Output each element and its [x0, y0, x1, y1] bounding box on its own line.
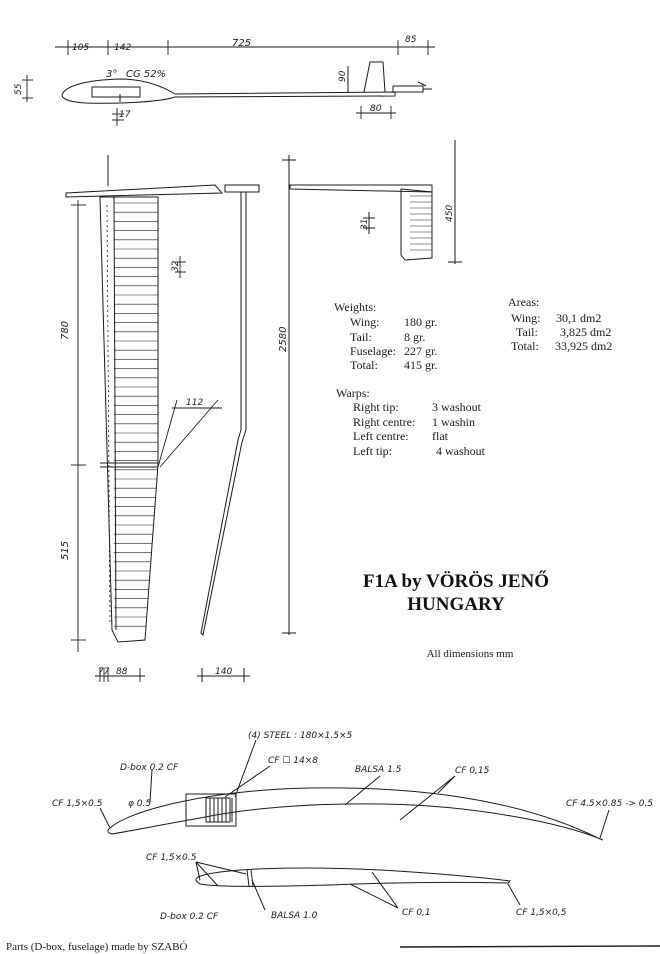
weights-wing-value: 180 gr. [404, 315, 437, 329]
page-subtitle: HUNGARY [407, 594, 505, 615]
fuselage-plan-view: 2580 140 [197, 155, 296, 682]
tail-plan-view: 450 31 [289, 140, 462, 264]
dim-450: 450 [445, 205, 455, 222]
dim-88: 88 [116, 667, 128, 677]
units-note: All dimensions mm [427, 648, 514, 660]
weights-total-value: 415 gr. [404, 358, 437, 372]
weights-total-label: Total: [350, 358, 378, 372]
page-title: F1A by VÖRÖS JENŐ [363, 570, 549, 592]
dim-112: 112 [186, 398, 203, 408]
fuselage-side [61, 61, 432, 104]
areas-total-value: 33,925 dm2 [555, 339, 612, 353]
weights-tail-label: Tail: [350, 330, 372, 344]
warps-left-tip-value: 4 washout [436, 444, 486, 458]
wing-plan-view: 780 515 32 112 77 88 [60, 155, 224, 682]
cg-label: CG 52% [126, 69, 166, 80]
tail-te-label: CF 1,5×0,5 [516, 908, 567, 918]
tail-cf-label: CF 0,1 [402, 908, 431, 918]
tail-balsa-label: BALSA 1.0 [271, 911, 318, 921]
warps-left-tip-label: Left tip: [353, 444, 392, 458]
areas-tail-value: 3,825 dm2 [560, 325, 611, 339]
wing-ribs [114, 202, 158, 627]
areas-wing-value: 30,1 dm2 [556, 311, 601, 325]
dim-85: 85 [405, 35, 417, 45]
areas-total-label: Total: [511, 339, 539, 353]
footer-rule [399, 945, 660, 948]
dim-80: 80 [370, 104, 382, 114]
wing-cf-box-label: CF ☐ 14×8 [268, 756, 318, 766]
areas-heading: Areas: [508, 295, 539, 309]
warps-left-centre-value: flat [432, 429, 449, 443]
dim-780: 780 [60, 321, 71, 340]
warps-right-centre-label: Right centre: [353, 415, 415, 429]
dim-55: 55 [14, 83, 24, 95]
wing-dbox-label: D-box 0.2 CF [120, 763, 179, 773]
footer-credit: Parts (D-box, fuselage) made by SZABÓ [6, 941, 188, 953]
wing-steel-label: (4) STEEL : 180×1.5×5 [248, 731, 353, 741]
dim-17-line [112, 108, 124, 126]
weights-heading: Weights: [334, 300, 376, 314]
dim-140: 140 [215, 667, 232, 677]
dim-80-line [356, 106, 396, 119]
areas-table: Areas: Wing: 30,1 dm2 Tail: 3,825 dm2 To… [508, 295, 612, 353]
tail-airfoil-section: CF 1,5×0.5 D-box 0.2 CF BALSA 1.0 CF 0,1… [146, 853, 567, 922]
warps-right-tip-value: 3 washout [432, 400, 482, 414]
weights-table: Weights: Wing: 180 gr. Tail: 8 gr. Fusel… [334, 300, 437, 372]
dim-77: 77 [98, 667, 110, 677]
dim-31: 31 [360, 219, 370, 230]
side-dimension-line [55, 40, 435, 55]
areas-tail-label: Tail: [516, 325, 538, 339]
tail-airfoil [195, 861, 521, 911]
wing-spar [106, 204, 111, 626]
dim-32: 32 [171, 260, 181, 272]
dim-90: 90 [338, 70, 348, 82]
wing-dia-label: φ 0.5 [128, 799, 151, 809]
weights-fuselage-label: Fuselage: [350, 344, 396, 358]
tail-le-label: CF 1,5×0.5 [146, 853, 197, 863]
dim-105: 105 [72, 43, 89, 53]
dim-55-line [22, 75, 33, 102]
warps-left-centre-label: Left centre: [353, 429, 409, 443]
warps-right-tip-label: Right tip: [353, 400, 399, 414]
tail-ribs [410, 195, 432, 251]
weights-wing-label: Wing: [350, 315, 380, 329]
warps-right-centre-value: 1 washin [432, 415, 475, 429]
areas-wing-label: Wing: [511, 311, 541, 325]
tail-outline [289, 140, 462, 264]
fuselage-outline [197, 155, 296, 682]
wing-outline [65, 155, 224, 643]
wing-cf-skin-label: CF 0,15 [455, 766, 490, 776]
tail-dbox-label: D-box 0.2 CF [160, 912, 219, 922]
warps-heading: Warps: [336, 386, 370, 400]
weights-tail-value: 8 gr. [404, 330, 425, 344]
wing-te-label: CF 4.5×0.85 -> 0.5 [566, 799, 653, 809]
dim-515: 515 [60, 541, 71, 560]
wing-airfoil [99, 739, 610, 841]
dim-725: 725 [232, 38, 251, 49]
weights-fuselage-value: 227 gr. [404, 344, 437, 358]
wing-balsa-label: BALSA 1.5 [355, 765, 402, 775]
dim-2580: 2580 [278, 327, 289, 352]
dim-142: 142 [114, 43, 131, 53]
incidence-label: 3° [106, 69, 117, 80]
wing-dim-lines [71, 200, 222, 682]
warps-table: Warps: Right tip: 3 washout Right centre… [336, 386, 486, 458]
wing-airfoil-section: (4) STEEL : 180×1.5×5 D-box 0.2 CF CF ☐ … [52, 731, 653, 841]
wing-le-label: CF 1,5×0.5 [52, 799, 103, 809]
side-view: 105 142 725 85 55 3° CG 52% 90 [14, 35, 435, 126]
dim-17: 17 [119, 110, 131, 120]
